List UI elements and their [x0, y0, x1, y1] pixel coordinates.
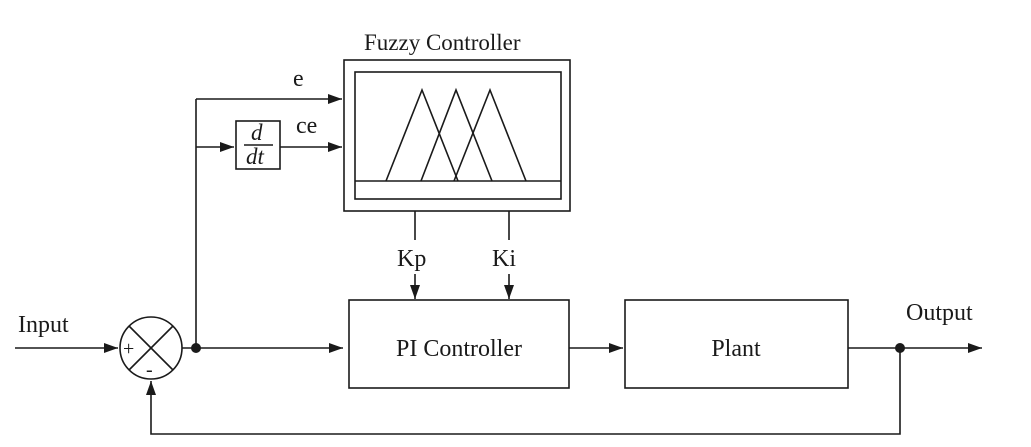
kp-label: Kp — [397, 246, 426, 272]
pi-controller-label: PI Controller — [396, 336, 522, 362]
ce-label: ce — [296, 113, 317, 139]
membership-triangle — [420, 87, 493, 182]
derivative-numerator: d — [251, 120, 263, 145]
membership-functions — [385, 87, 527, 182]
input-label: Input — [18, 312, 69, 338]
feedback-line — [146, 348, 901, 435]
membership-triangle — [385, 87, 459, 182]
plant-block: Plant — [624, 299, 849, 389]
membership-triangle — [453, 87, 527, 182]
plant-label: Plant — [711, 336, 761, 362]
e-label: e — [293, 66, 304, 92]
output-label: Output — [906, 300, 973, 326]
pi-controller-block: PI Controller — [348, 299, 570, 389]
derivative-block: d dt — [235, 120, 281, 170]
ki-label: Ki — [492, 246, 516, 272]
derivative-denominator: dt — [246, 144, 265, 169]
summing-junction: + - — [119, 316, 183, 381]
fuzzy-controller-block: Fuzzy Controller — [343, 30, 571, 212]
minus-sign: - — [146, 359, 153, 381]
plus-sign: + — [123, 338, 134, 360]
fuzzy-controller-title: Fuzzy Controller — [364, 30, 521, 55]
